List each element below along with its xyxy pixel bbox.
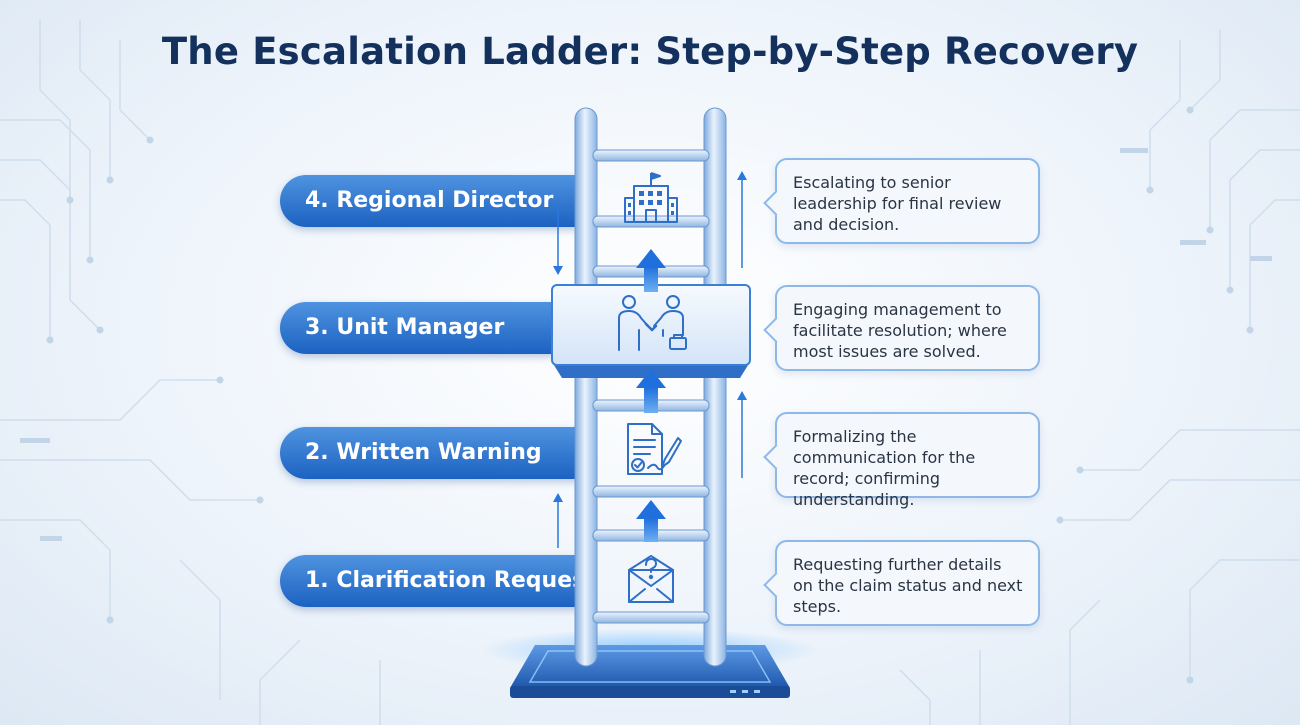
- ladder-base: [480, 628, 820, 698]
- step-description: Formalizing the communication for the re…: [793, 427, 976, 509]
- ladder-rails: [574, 107, 727, 667]
- handshake-icon: [618, 295, 687, 351]
- escalation-arrows: [553, 171, 747, 548]
- callout-regional-director: Escalating to senior leadership for fina…: [763, 158, 1040, 244]
- signed-document-icon: [627, 423, 682, 475]
- step-label-regional-director: 4. Regional Director: [280, 175, 580, 227]
- callout-clarification-request: Requesting further details on the claim …: [763, 540, 1040, 626]
- step-description: Requesting further details on the claim …: [793, 555, 1023, 616]
- page-title: The Escalation Ladder: Step-by-Step Reco…: [161, 30, 1139, 73]
- step-label-unit-manager: 3. Unit Manager: [280, 302, 555, 354]
- callout-unit-manager: Engaging management to facilitate resolu…: [763, 285, 1040, 371]
- step-label-written-warning: 2. Written Warning: [280, 427, 580, 479]
- step-label-clarification-request: 1. Clarification Request: [280, 555, 596, 607]
- callout-written-warning: Formalizing the communication for the re…: [763, 412, 1040, 509]
- question-envelope-icon: [628, 555, 674, 603]
- step-description: Engaging management to facilitate resolu…: [793, 300, 1007, 361]
- unit-manager-platform: [551, 284, 751, 378]
- office-building-icon: [624, 172, 678, 223]
- step-description: Escalating to senior leadership for fina…: [793, 173, 1002, 234]
